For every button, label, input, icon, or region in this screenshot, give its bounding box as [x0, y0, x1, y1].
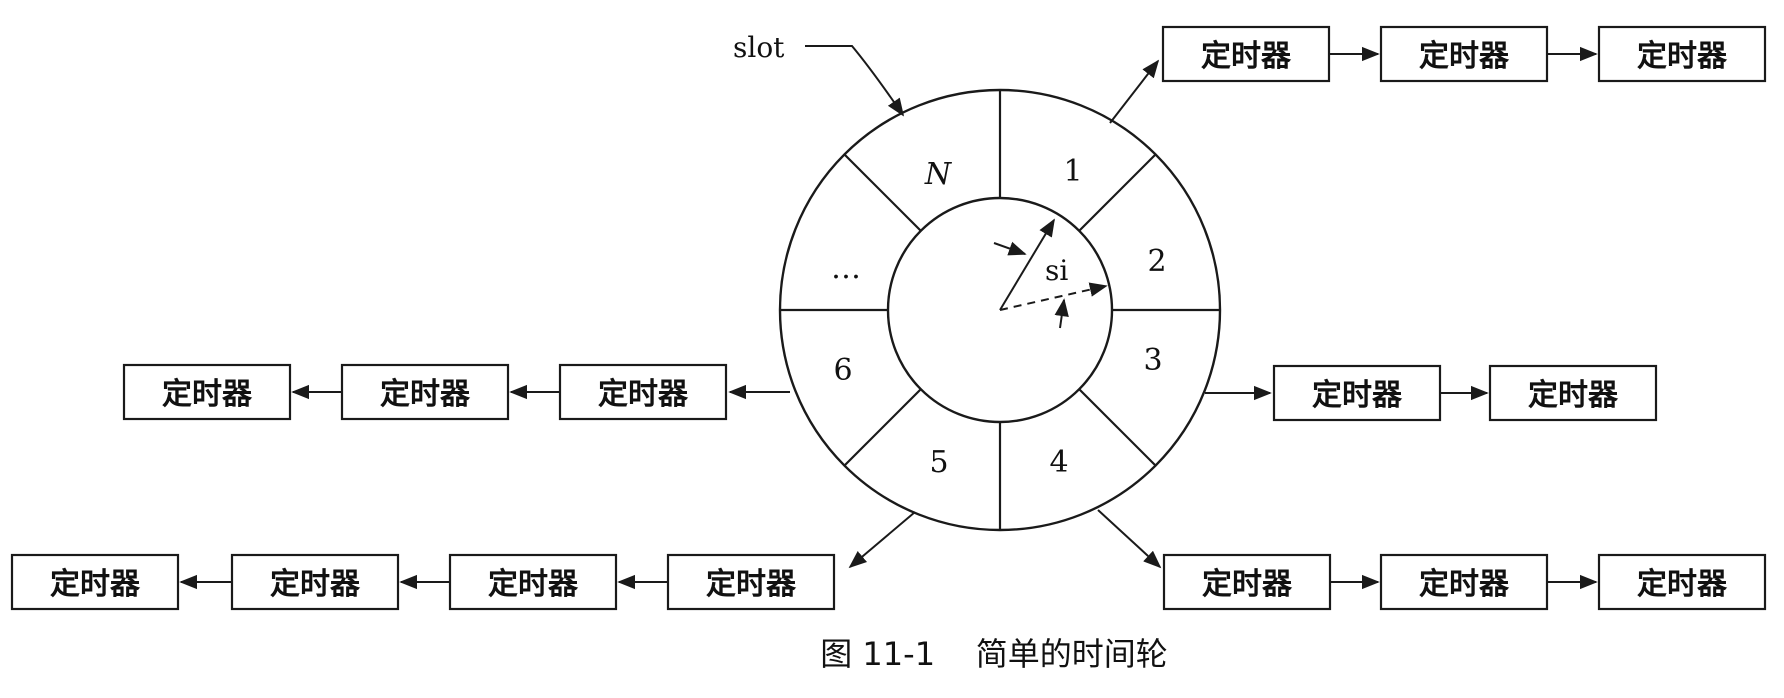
slot-number-4: 4 [1049, 445, 1068, 480]
timer-box [448, 553, 618, 611]
slot-number-6: 6 [833, 353, 852, 388]
timer-chain-slot-1: 定时器 定时器 定时器 [1161, 25, 1767, 83]
timer-label: 定时器 [1419, 39, 1510, 74]
timer-label: 定时器 [598, 377, 689, 412]
timer-box [1597, 25, 1767, 83]
pointer-label: si [1045, 254, 1068, 287]
slot-1-chain-connector [1109, 59, 1160, 124]
pointer-dashed-arrow [999, 282, 1108, 311]
timer-box [10, 553, 180, 611]
timer-label: 定时器 [1528, 378, 1619, 413]
spoke [843, 153, 922, 232]
spoke [843, 388, 922, 467]
slot-number-2: 2 [1147, 244, 1166, 279]
timer-box [1379, 25, 1549, 83]
timer-label: 定时器 [1201, 39, 1292, 74]
pointer-solid-arrow [999, 218, 1055, 311]
timer-chain-slot-6: 定时器 定时器 定时器 [122, 363, 728, 421]
slot-number-ellipsis: … [831, 251, 861, 286]
spoke [1078, 388, 1157, 467]
timer-box [1272, 364, 1442, 422]
timer-label: 定时器 [1419, 567, 1510, 602]
timer-box [1162, 553, 1332, 611]
timer-label: 定时器 [270, 567, 361, 602]
spoke [1078, 153, 1157, 232]
timer-chain-slot-4: 定时器 定时器 定时器 [1162, 553, 1767, 611]
timer-box [666, 553, 836, 611]
timer-box [558, 363, 728, 421]
timer-label: 定时器 [1312, 378, 1403, 413]
timer-label: 定时器 [1637, 39, 1728, 74]
timer-box [230, 553, 400, 611]
timer-chain-slot-3: 定时器 定时器 [1272, 364, 1658, 422]
slot-number-1: 1 [1063, 154, 1082, 189]
rotation-tick-lower [1054, 298, 1069, 329]
timer-label: 定时器 [1202, 567, 1293, 602]
slot-label: slot [733, 31, 785, 64]
timer-box [340, 363, 510, 421]
slot-number-n: N [924, 157, 953, 192]
timer-box [1488, 364, 1658, 422]
slot-pointer-arrow [805, 45, 905, 117]
timer-chain-slot-5: 定时器 定时器 定时器 定时器 [10, 553, 836, 611]
rotation-tick-upper [993, 241, 1027, 256]
slot-number-3: 3 [1143, 343, 1162, 378]
slot-4-chain-connector [1097, 509, 1162, 569]
timer-box [122, 363, 292, 421]
timer-label: 定时器 [1637, 567, 1728, 602]
timer-label: 定时器 [380, 377, 471, 412]
timer-label: 定时器 [162, 377, 253, 412]
timer-box [1597, 553, 1767, 611]
slot-number-5: 5 [929, 445, 948, 480]
figure-caption: 图 11-1 简单的时间轮 [820, 635, 1168, 673]
timer-label: 定时器 [706, 567, 797, 602]
timer-label: 定时器 [488, 567, 579, 602]
slot-5-chain-connector [848, 511, 916, 569]
timer-label: 定时器 [50, 567, 141, 602]
